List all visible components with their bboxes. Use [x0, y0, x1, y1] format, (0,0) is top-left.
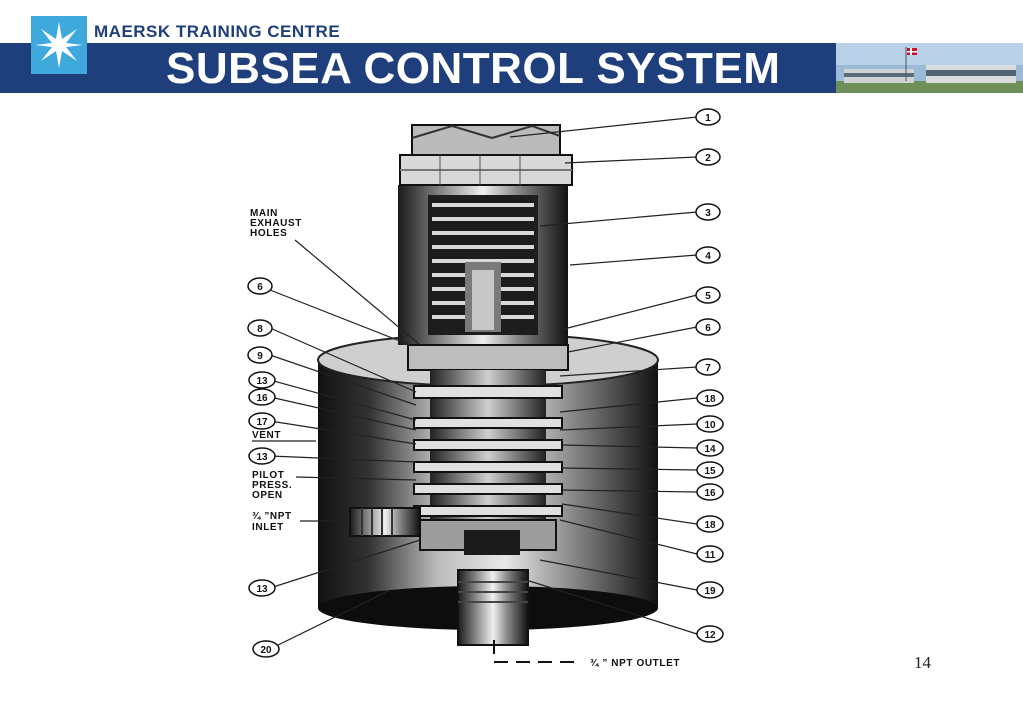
label-npt-outlet: ¾ ” NPT OUTLET [590, 658, 680, 669]
callout-14: 14 [696, 439, 724, 457]
label-npt-inlet: ¾ ”NPT [252, 511, 292, 522]
callout-1: 1 [695, 108, 721, 126]
label-holes: HOLES [250, 228, 287, 239]
svg-text:4: 4 [705, 251, 711, 262]
callout-6-left: 6 [247, 277, 273, 295]
callout-13-b: 13 [248, 447, 276, 465]
svg-text:12: 12 [704, 630, 716, 641]
callout-3: 3 [695, 203, 721, 221]
svg-text:16: 16 [704, 488, 716, 499]
svg-text:14: 14 [704, 444, 716, 455]
star-icon [35, 22, 83, 68]
callout-19: 19 [696, 581, 724, 599]
svg-text:17: 17 [256, 417, 268, 428]
callout-9: 9 [247, 346, 273, 364]
svg-text:6: 6 [257, 282, 263, 293]
svg-text:13: 13 [256, 376, 268, 387]
svg-text:9: 9 [257, 351, 263, 362]
slide-title: SUBSEA CONTROL SYSTEM [166, 44, 781, 93]
svg-text:15: 15 [704, 466, 716, 477]
callout-7: 7 [695, 358, 721, 376]
callout-20: 20 [252, 640, 280, 658]
label-open: OPEN [252, 490, 283, 501]
right-callouts: 1 2 3 4 5 6 7 18 10 14 15 16 18 11 19 12 [695, 108, 724, 643]
label-exhaust: EXHAUST [250, 218, 302, 229]
label-press: PRESS. [252, 480, 292, 491]
page-number: 14 [914, 653, 931, 672]
callout-18-upper: 18 [696, 389, 724, 407]
callout-17: 17 [248, 412, 276, 430]
svg-text:20: 20 [260, 645, 272, 656]
building-photo [836, 43, 1023, 93]
label-vent: VENT [252, 430, 281, 441]
svg-text:1: 1 [705, 113, 711, 124]
callout-4: 4 [695, 246, 721, 264]
svg-text:8: 8 [257, 324, 263, 335]
callout-12: 12 [696, 625, 724, 643]
diagram-labels: MAIN EXHAUST HOLES VENT PILOT PRESS. OPE… [250, 208, 680, 669]
svg-text:5: 5 [705, 291, 711, 302]
label-main: MAIN [250, 208, 278, 219]
callout-2: 2 [695, 148, 721, 166]
svg-text:13: 13 [256, 584, 268, 595]
label-pilot: PILOT [252, 470, 284, 481]
callout-13-a: 13 [248, 371, 276, 389]
outlet-pipe [457, 569, 580, 663]
valve-cross-section-diagram: 1 2 3 4 5 6 7 18 10 14 15 16 18 11 19 12… [247, 108, 724, 669]
svg-text:19: 19 [704, 586, 716, 597]
label-inlet: INLET [252, 522, 284, 533]
callout-13-c: 13 [248, 579, 276, 597]
spool-stack [407, 344, 569, 555]
callout-16-right: 16 [696, 483, 724, 501]
svg-text:7: 7 [705, 363, 711, 374]
maersk-star-logo [31, 16, 87, 74]
callout-15: 15 [696, 461, 724, 479]
callout-18-lower: 18 [696, 515, 724, 533]
leader-lines [252, 116, 698, 650]
inlet-port [349, 507, 421, 537]
brand-name: MAERSK TRAINING CENTRE [94, 22, 341, 41]
svg-text:18: 18 [704, 520, 716, 531]
svg-text:11: 11 [705, 550, 716, 561]
header-bar [0, 43, 836, 93]
callout-10: 10 [696, 415, 724, 433]
callout-16-left: 16 [248, 388, 276, 406]
left-callouts: 6 8 9 13 16 17 13 13 20 [247, 277, 280, 658]
svg-text:3: 3 [705, 208, 711, 219]
bonnet-cylinder [398, 185, 568, 345]
callout-8: 8 [247, 319, 273, 337]
svg-text:2: 2 [705, 153, 711, 164]
svg-text:6: 6 [705, 323, 711, 334]
svg-text:18: 18 [704, 394, 716, 405]
callout-6-right: 6 [695, 318, 721, 336]
cap-nut [399, 124, 573, 186]
callout-5: 5 [695, 286, 721, 304]
svg-text:10: 10 [704, 420, 716, 431]
callout-11: 11 [696, 545, 724, 563]
svg-text:16: 16 [256, 393, 268, 404]
svg-text:13: 13 [256, 452, 268, 463]
